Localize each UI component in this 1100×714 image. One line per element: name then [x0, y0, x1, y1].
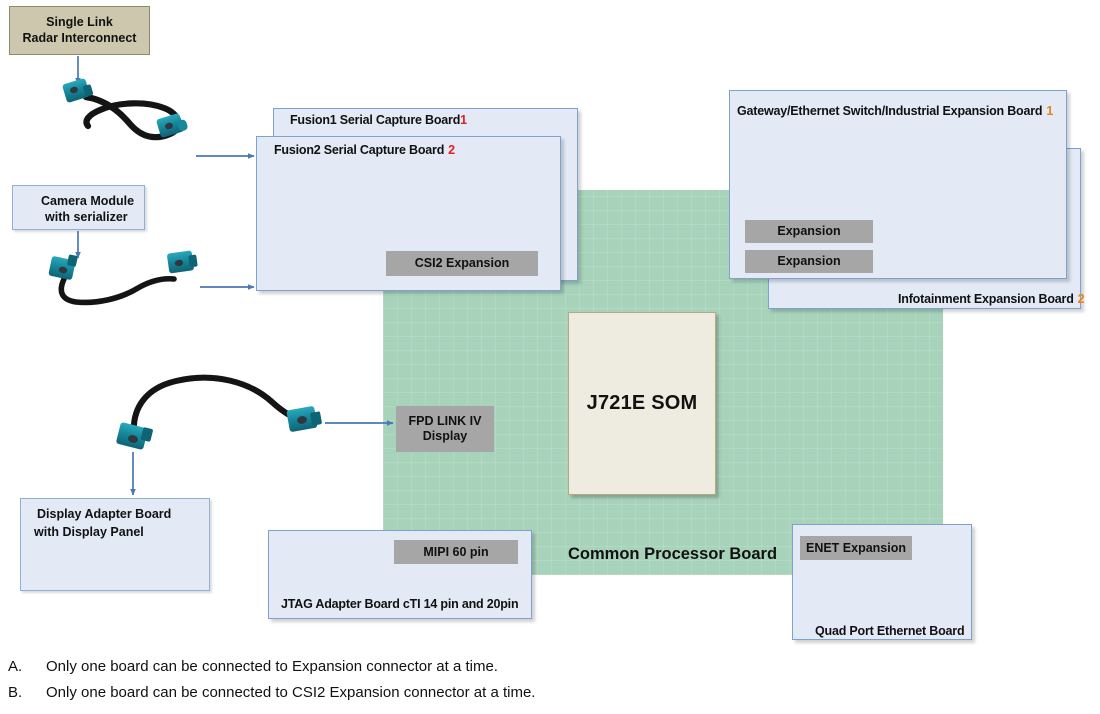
fusion1-board-label: Fusion1 Serial Capture Board1	[290, 113, 467, 127]
note-item: B. Only one board can be connected to CS…	[8, 684, 868, 701]
fusion1-board-marker: 1	[460, 113, 467, 127]
som-label: J721E SOM	[586, 392, 698, 414]
fpd-chip-line2: Display	[422, 429, 468, 443]
j721e-som[interactable]: J721E SOM	[568, 312, 716, 495]
fusion2-board-label-text: Fusion2 Serial Capture Board	[274, 143, 445, 157]
note-item: A. Only one board can be connected to Ex…	[8, 658, 868, 675]
display-adapter-line2: with Display Panel	[34, 525, 144, 539]
gateway-board-label-text: Gateway/Ethernet Switch/Industrial Expan…	[737, 104, 1043, 118]
expansion-connector-2[interactable]: Expansion	[745, 250, 873, 273]
display-adapter-line1: Display Adapter Board	[37, 507, 172, 521]
fakra-connector-camera-b	[167, 250, 198, 274]
gateway-board-marker: 1	[1046, 104, 1054, 118]
infotainment-board-label-text: Infotainment Expansion Board	[898, 292, 1074, 306]
fpd-link-iv-display-connector[interactable]: FPD LINK IV Display	[396, 406, 494, 452]
fusion1-board-label-text: Fusion1 Serial Capture Board	[290, 113, 461, 127]
jtag-board-label: JTAG Adapter Board cTI 14 pin and 20pin	[281, 597, 519, 611]
fpd-chip-line1: FPD LINK IV	[408, 414, 482, 428]
radar-cable	[82, 93, 182, 141]
csi2-expansion-connector[interactable]: CSI2 Expansion	[386, 251, 538, 276]
camera-module-box[interactable]: Camera Module with serializer	[12, 185, 145, 230]
display-adapter-board-box[interactable]: Display Adapter Board with Display Panel	[20, 498, 210, 591]
single-link-radar-interconnect-box[interactable]: Single Link Radar Interconnect	[9, 6, 150, 55]
mipi-60-pin-connector[interactable]: MIPI 60 pin	[394, 540, 518, 564]
fusion2-board-marker: 2	[448, 143, 455, 157]
display-cable	[130, 374, 299, 437]
ethernet-board-label: Quad Port Ethernet Board	[815, 624, 965, 638]
camera-box-line1: Camera Module	[41, 194, 135, 208]
fakra-connector-radar-b	[156, 113, 188, 138]
note-text: Only one board can be connected to CSI2 …	[46, 684, 536, 701]
infotainment-board-marker: 2	[1077, 292, 1085, 306]
camera-box-line2: with serializer	[45, 210, 128, 224]
note-text: Only one board can be connected to Expan…	[46, 658, 498, 675]
gateway-board-label: Gateway/Ethernet Switch/Industrial Expan…	[737, 104, 1053, 118]
fakra-connector-display-a	[116, 422, 153, 450]
expansion-connector-1[interactable]: Expansion	[745, 220, 873, 243]
enet-expansion-connector[interactable]: ENET Expansion	[800, 536, 912, 560]
camera-cable	[58, 275, 177, 306]
common-processor-board-label: Common Processor Board	[568, 545, 778, 563]
radar-box-line1: Single Link	[46, 14, 113, 29]
fakra-connector-radar-a	[62, 78, 94, 103]
notes-list: A. Only one board can be connected to Ex…	[8, 658, 868, 710]
gateway-ethernet-switch-industrial-expansion-board[interactable]	[729, 90, 1067, 279]
fakra-connector-camera-a	[48, 254, 78, 280]
fakra-connector-display-b	[286, 406, 322, 432]
note-key: A.	[8, 658, 23, 675]
radar-box-line2: Radar Interconnect	[22, 30, 137, 45]
note-key: B.	[8, 684, 23, 701]
